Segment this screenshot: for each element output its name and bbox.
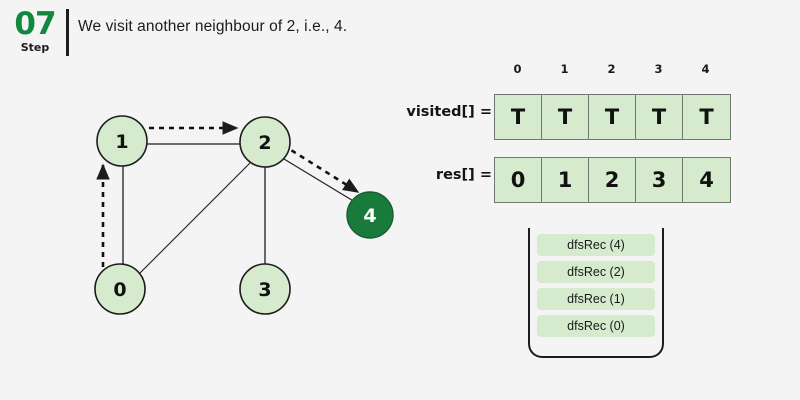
edge-2-4 [283, 158, 356, 203]
graph-node-1[interactable]: 1 [96, 115, 148, 167]
graph-node-0-circle[interactable] [94, 263, 146, 315]
res-array-cells: 0 1 2 3 4 [494, 157, 731, 203]
index-label: 1 [560, 62, 569, 76]
graph-node-2-label: 2 [258, 132, 271, 154]
visited-array-index-labels: 0 1 2 3 4 [494, 62, 729, 76]
res-array-cell[interactable]: 0 [495, 158, 542, 202]
call-stack-frame [528, 228, 664, 358]
index-label: 3 [654, 62, 663, 76]
graph-node-3[interactable]: 3 [239, 263, 291, 315]
step-word-label: Step [20, 41, 50, 54]
visited-array-cell[interactable]: T [495, 95, 542, 139]
step-number: 07 [14, 6, 56, 42]
graph-node-3-label: 3 [258, 279, 271, 301]
graph-node-3-circle[interactable] [239, 263, 291, 315]
res-array-cell[interactable]: 3 [636, 158, 683, 202]
visited-array-cells: T T T T T [494, 94, 731, 140]
index-label: 2 [607, 62, 616, 76]
graph-node-4-circle[interactable] [346, 191, 394, 239]
visited-array-cell[interactable]: T [589, 95, 636, 139]
graph-traversal-arrows [96, 121, 360, 267]
visited-array-label: visited[] = [406, 104, 492, 120]
graph-nodes: 1 2 0 3 4 [94, 115, 394, 315]
page-title: We visit another neighbour of 2, i.e., 4… [78, 18, 348, 35]
graph-node-4[interactable]: 4 [346, 191, 394, 239]
visited-array-cell[interactable]: T [699, 105, 714, 129]
graph-node-1-label: 1 [115, 131, 128, 153]
graph-diagram: 1 2 0 3 4 [70, 95, 410, 340]
graph-svg: 1 2 0 3 4 [94, 115, 394, 315]
res-array-cell[interactable]: 1 [542, 158, 589, 202]
graph-edges [122, 143, 356, 274]
visited-array-cell[interactable]: T [542, 95, 589, 139]
call-stack-item[interactable]: dfsRec (2) [537, 261, 655, 283]
call-stack-item[interactable]: dfsRec (4) [537, 234, 655, 256]
edge-0-2 [139, 162, 251, 274]
graph-node-0[interactable]: 0 [94, 263, 146, 315]
graph-node-0-label: 0 [113, 279, 126, 301]
res-array-cell[interactable]: 4 [699, 168, 714, 192]
res-array-label: res[] = [435, 167, 492, 183]
graph-node-4-label: 4 [363, 205, 376, 227]
call-stack-item[interactable]: dfsRec (1) [537, 288, 655, 310]
step-badge: 07 Step [10, 8, 60, 54]
res-array-cell[interactable]: 2 [589, 158, 636, 202]
graph-node-1-circle[interactable] [96, 115, 148, 167]
call-stack-items: dfsRec (4) dfsRec (2) dfsRec (1) dfsRec … [537, 234, 655, 337]
header-divider [66, 9, 69, 56]
call-stack-panel: dfsRec (4) dfsRec (2) dfsRec (1) dfsRec … [528, 228, 664, 358]
index-label: 4 [701, 62, 710, 76]
call-stack-item[interactable]: dfsRec (0) [537, 315, 655, 337]
graph-node-2[interactable]: 2 [239, 116, 291, 168]
visited-array-cell[interactable]: T [636, 95, 683, 139]
traversal-arrow-2-4 [282, 143, 360, 194]
graph-node-2-circle[interactable] [239, 116, 291, 168]
index-label: 0 [513, 62, 522, 76]
